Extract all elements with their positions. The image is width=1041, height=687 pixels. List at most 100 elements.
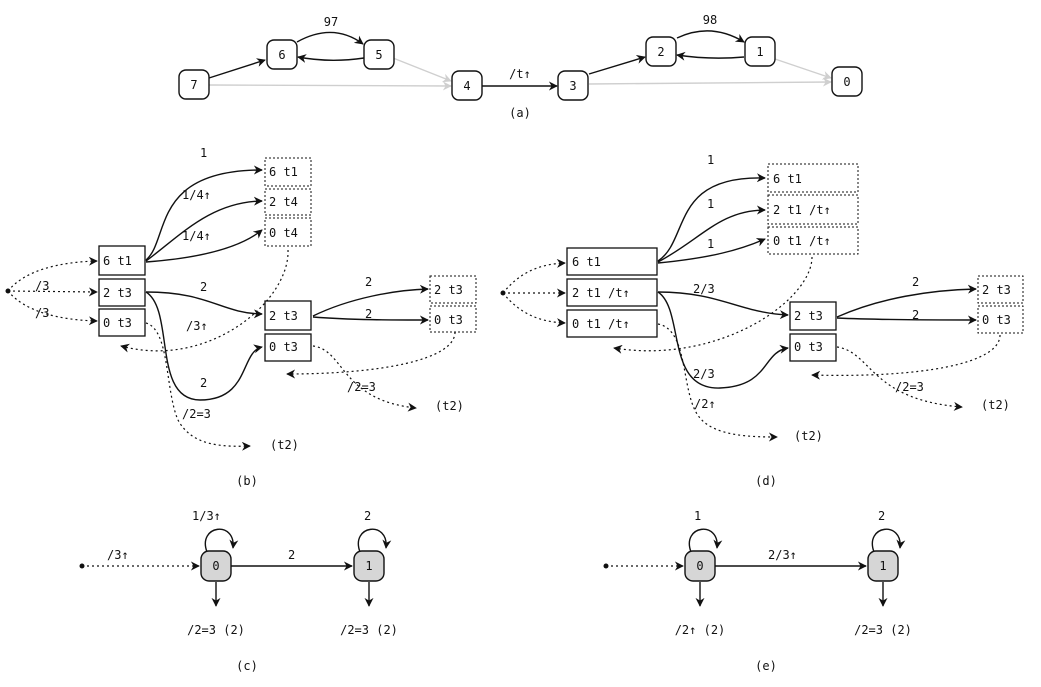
- exit-label: (t2): [270, 438, 299, 452]
- state-node: [684, 550, 716, 582]
- box-label: 2 t3: [103, 286, 132, 300]
- exit-label: (t2): [435, 399, 464, 413]
- self-loop: [688, 528, 723, 553]
- edge-label: /2=3: [895, 380, 924, 394]
- target-box: [767, 194, 859, 225]
- state-box: [789, 333, 837, 362]
- target-box: [264, 217, 312, 247]
- edge: [145, 165, 263, 261]
- panel-c: 0 1 /3↑ 1/3↑ 2 2 /2=3 (2) /2=3 (2) (c): [79, 509, 398, 673]
- final-label: /2=3 (2): [854, 623, 912, 637]
- edge-label: 2: [364, 509, 371, 523]
- dotted-edge: [502, 292, 566, 328]
- dotted-edge: [7, 287, 98, 297]
- state-box: [789, 301, 837, 331]
- dotted-edge: [502, 258, 566, 294]
- state-node: [200, 550, 232, 582]
- box-label: 2 t3: [269, 309, 298, 323]
- node-label: 2: [657, 45, 664, 59]
- final-label: /2=3 (2): [340, 623, 398, 637]
- target-box: [264, 188, 312, 216]
- box-label: 2 t3: [434, 283, 463, 297]
- node-label: 0: [212, 559, 219, 573]
- edge: [312, 315, 429, 325]
- node-label: 1: [756, 45, 763, 59]
- edge: [836, 284, 977, 318]
- edge-1-2: [676, 51, 745, 61]
- panel-a: 7 6 5 4 3 2 1 0 97 /t↑ 98 (a): [178, 13, 863, 120]
- panel-e: 0 1 1 2/3↑ 2 /2↑ (2) /2=3 (2) (e): [603, 509, 912, 673]
- edge: [312, 284, 429, 317]
- edge-label: 1: [707, 237, 714, 251]
- edge: [657, 238, 766, 264]
- target-box: [429, 275, 477, 304]
- edge-label: /t↑: [509, 67, 531, 81]
- box-label: 2 t4: [269, 195, 298, 209]
- caption-e: (e): [755, 659, 777, 673]
- edge-label: 1/4↑: [182, 229, 211, 243]
- edge-label: 2: [200, 376, 207, 390]
- edge-label: 2: [200, 280, 207, 294]
- edge-6-5: [296, 31, 364, 45]
- final-label: /2=3 (2): [187, 623, 245, 637]
- dotted-edge: [145, 322, 251, 451]
- state-node: [744, 36, 776, 67]
- box-label: 6 t1: [572, 255, 601, 269]
- box-label: 2 t1 /t↑: [572, 286, 630, 300]
- dotted-edge: [811, 334, 1001, 380]
- box-label: 0 t3: [269, 340, 298, 354]
- state-box: [98, 278, 146, 307]
- edge-label: 2/3↑: [768, 548, 797, 562]
- edge-label: 2: [365, 275, 372, 289]
- edge-label: 97: [324, 15, 338, 29]
- dotted-edge: [286, 331, 456, 379]
- edge-label: 1/3↑: [192, 509, 221, 523]
- state-node: [178, 69, 210, 100]
- state-box: [566, 247, 658, 276]
- edge-label: /3: [35, 306, 49, 320]
- state-node: [353, 550, 385, 582]
- edge-label: 2: [912, 275, 919, 289]
- edge-label: 2/3: [693, 367, 715, 381]
- edge-label: 2: [365, 307, 372, 321]
- node-label: 0: [696, 559, 703, 573]
- exit-label: (t2): [981, 398, 1010, 412]
- node-label: 0: [843, 75, 850, 89]
- state-node: [645, 36, 677, 67]
- state-node: [451, 70, 483, 101]
- target-box: [977, 305, 1024, 334]
- edge-label: 1: [200, 146, 207, 160]
- exit-label: (t2): [794, 429, 823, 443]
- state-box: [264, 300, 312, 331]
- edge: [145, 291, 263, 319]
- box-label: 0 t4: [269, 226, 298, 240]
- state-node: [867, 550, 899, 582]
- edge-5-4: [392, 57, 452, 83]
- edge-label: /2=3: [347, 380, 376, 394]
- state-node: [266, 39, 298, 70]
- dotted-edge: [312, 345, 417, 412]
- box-label: 2 t1 /t↑: [773, 203, 831, 217]
- box-label: 0 t3: [434, 313, 463, 327]
- box-label: 0 t1 /t↑: [773, 234, 831, 248]
- edge-label: 2: [288, 548, 295, 562]
- dotted-edge: [836, 346, 963, 411]
- node-label: 6: [278, 48, 285, 62]
- caption-c: (c): [236, 659, 258, 673]
- edge-7-6: [208, 58, 266, 79]
- edge-label: /3: [35, 279, 49, 293]
- edge: [657, 291, 789, 389]
- node-label: 4: [463, 79, 470, 93]
- edge-2-1: [676, 30, 745, 43]
- edge: [145, 196, 263, 262]
- edge-label: 2/3: [693, 282, 715, 296]
- caption-a: (a): [509, 106, 531, 120]
- state-node: [557, 70, 589, 101]
- target-box: [767, 163, 859, 193]
- target-box: [977, 275, 1024, 304]
- edge-label: 1: [707, 153, 714, 167]
- panel-b: 6 t1 2 t4 0 t4 6 t1 2 t3 0 t3 2 t3 0 t3 …: [5, 146, 477, 488]
- edge-label: /2↑: [694, 397, 716, 411]
- dotted-edge: [7, 256, 98, 292]
